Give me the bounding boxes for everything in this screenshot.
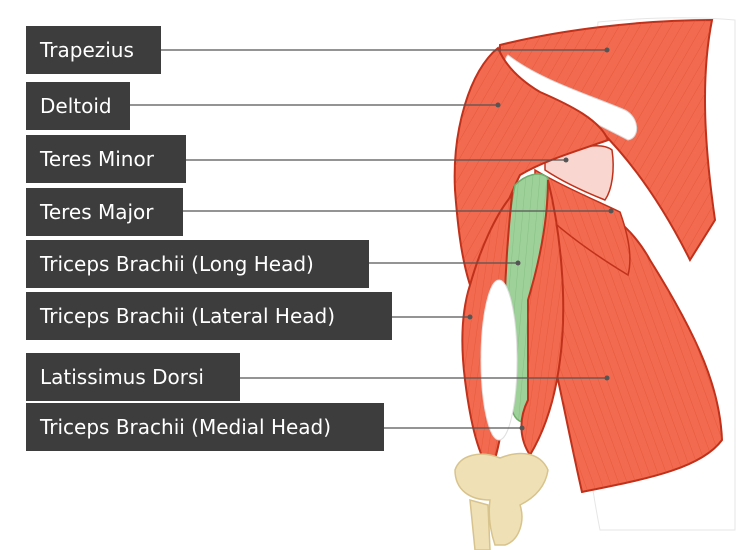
leader-dot-latissimus (604, 375, 610, 381)
teres-major-muscle (534, 168, 631, 277)
leader-dot-teres-major (608, 208, 614, 214)
label-triceps-long-head: Triceps Brachii (Long Head) (26, 240, 369, 288)
leader-dot-trapezius (604, 47, 610, 53)
leader-dots (467, 47, 614, 431)
label-deltoid: Deltoid (26, 82, 130, 130)
leader-dot-deltoid (495, 102, 501, 108)
label-teres-major: Teres Major (26, 188, 183, 236)
leader-dot-triceps-medial (519, 425, 525, 431)
label-triceps-lateral-head: Triceps Brachii (Lateral Head) (26, 292, 392, 340)
leader-dot-triceps-long (515, 260, 521, 266)
label-trapezius: Trapezius (26, 26, 161, 74)
latissimus-dorsi-muscle (532, 173, 724, 494)
leader-dot-triceps-lateral (467, 314, 473, 320)
label-latissimus-dorsi: Latissimus Dorsi (26, 353, 240, 401)
humerus-gap (480, 279, 518, 441)
leader-dot-teres-minor (563, 157, 569, 163)
label-triceps-medial-head: Triceps Brachii (Medial Head) (26, 403, 384, 451)
leader-lines (130, 49, 611, 429)
elbow-bones (454, 452, 549, 550)
triceps-medial-head-muscle (520, 179, 565, 457)
label-teres-minor: Teres Minor (26, 135, 186, 183)
